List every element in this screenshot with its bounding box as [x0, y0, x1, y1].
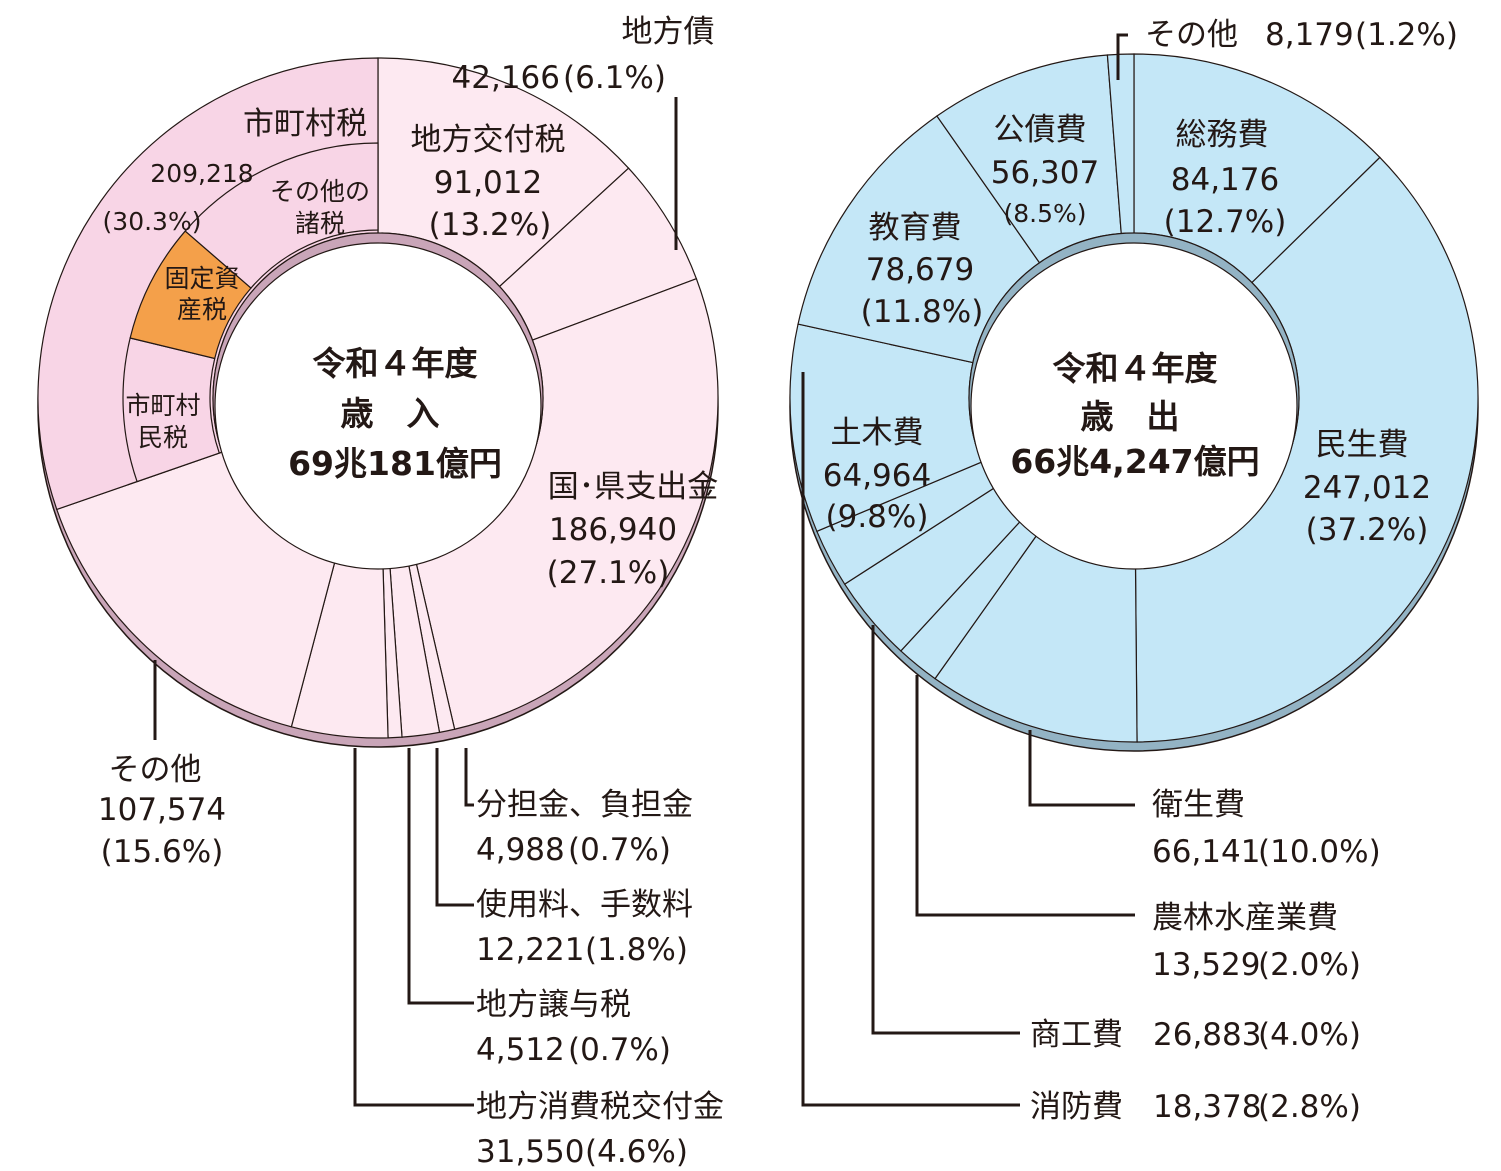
leader-line: [915, 675, 1135, 917]
label-percent: (27.1%): [547, 555, 670, 591]
label-percent: (1.8%): [585, 932, 688, 968]
label-percent: (11.8%): [861, 294, 984, 330]
label-percent: (2.8%): [1258, 1089, 1361, 1125]
revenue-center-title: 令和４年度 歳 入 69兆181億円: [288, 344, 502, 483]
label-name: 公債費: [994, 112, 1087, 148]
label-name: その他: [1145, 17, 1238, 53]
leader-line: [407, 748, 474, 1005]
leader-line: [871, 625, 1020, 1035]
sub-slice-other-taxes: [184, 142, 379, 289]
label-value: 4,988: [476, 832, 565, 868]
svg-text:69兆181億円: 69兆181億円: [288, 444, 502, 483]
donut-hole: [970, 242, 1298, 570]
sub-label: 固定資: [164, 264, 239, 293]
label-name: その他: [109, 752, 202, 788]
svg-text:歳 出: 歳 出: [1081, 397, 1180, 436]
label-value: 12,221: [476, 932, 584, 968]
label-name: 分担金、負担金: [476, 787, 693, 823]
label-value: 209,218: [150, 159, 253, 188]
label-name: 土木費: [831, 415, 924, 451]
label-name: 地方債: [622, 14, 715, 50]
leader-line: [464, 748, 474, 807]
label-name: 国･県支出金: [548, 469, 719, 505]
donut-hole: [214, 242, 542, 570]
sub-label: その他の: [270, 177, 370, 206]
expenditure-center-title: 令和４年度 歳 出 66兆4,247億円: [1010, 349, 1259, 481]
label-value: 26,883: [1153, 1017, 1261, 1053]
label-percent: (9.8%): [826, 499, 929, 535]
label-percent: (0.7%): [568, 832, 671, 868]
label-value: 56,307: [991, 155, 1099, 191]
label-value: 247,012: [1303, 470, 1431, 506]
sub-label: 市町村: [125, 391, 200, 420]
leader-line: [1116, 33, 1128, 80]
label-percent: (15.6%): [101, 834, 224, 870]
label-value: 84,176: [1171, 162, 1279, 198]
svg-text:歳 入: 歳 入: [341, 394, 440, 433]
label-value: 107,574: [98, 792, 226, 828]
expenditure-labels: その他 8,179 (1.2%) 公債費 56,307 (8.5%) 総務費 8…: [823, 17, 1458, 1125]
label-percent: (4.0%): [1258, 1017, 1361, 1053]
label-value: 31,550: [476, 1134, 584, 1170]
label-percent: (30.3%): [103, 207, 202, 236]
label-percent: (4.6%): [585, 1134, 688, 1170]
label-name: 衛生費: [1152, 787, 1245, 823]
label-name: 地方消費税交付金: [476, 1089, 724, 1125]
sub-label: 産税: [177, 295, 227, 324]
label-percent: (37.2%): [1306, 512, 1429, 548]
svg-text:令和４年度: 令和４年度: [313, 344, 478, 383]
label-name: 市町村税: [243, 106, 367, 142]
label-value: 186,940: [549, 512, 677, 548]
revenue-donut: [37, 57, 719, 748]
sub-label: 民税: [138, 423, 188, 452]
label-percent: (1.2%): [1355, 17, 1458, 53]
label-value: 66,141: [1152, 834, 1260, 870]
label-percent: (13.2%): [429, 207, 552, 243]
label-name: 農林水産業費: [1152, 900, 1338, 936]
leader-line: [801, 372, 1020, 1107]
label-value: 4,512: [476, 1032, 565, 1068]
label-percent: (10.0%): [1258, 834, 1381, 870]
leader-line: [435, 748, 474, 907]
label-name: 民生費: [1316, 427, 1409, 463]
revenue-labels: 地方債 42,166 (6.1%) 地方交付税 91,012 (13.2%) 市…: [98, 14, 724, 1170]
label-value: 78,679: [866, 252, 974, 288]
label-value: 13,529: [1152, 947, 1260, 983]
expenditure-donut: [789, 53, 1479, 752]
label-name: 総務費: [1176, 117, 1269, 153]
label-value: 64,964: [823, 458, 931, 494]
label-percent: (6.1%): [563, 60, 666, 96]
label-value: 18,378: [1153, 1089, 1261, 1125]
label-name: 商工費: [1030, 1017, 1123, 1053]
leader-line: [1028, 730, 1135, 807]
label-value: 42,166: [452, 60, 560, 96]
label-value: 91,012: [434, 165, 542, 201]
sub-label: 諸税: [295, 209, 345, 238]
label-name: 地方交付税: [411, 122, 566, 158]
label-name: 地方譲与税: [476, 987, 631, 1023]
label-value: 8,179: [1265, 17, 1354, 53]
svg-text:66兆4,247億円: 66兆4,247億円: [1010, 442, 1259, 481]
label-name: 消防費: [1030, 1089, 1123, 1125]
leader-line: [353, 748, 474, 1107]
label-percent: (12.7%): [1164, 204, 1287, 240]
svg-text:令和４年度: 令和４年度: [1053, 349, 1218, 388]
leader-lines: [153, 33, 1135, 1107]
label-name: 使用料、手数料: [476, 887, 693, 923]
label-name: 教育費: [869, 210, 962, 246]
label-percent: (8.5%): [1003, 199, 1086, 228]
label-percent: (0.7%): [568, 1032, 671, 1068]
label-percent: (2.0%): [1258, 947, 1361, 983]
